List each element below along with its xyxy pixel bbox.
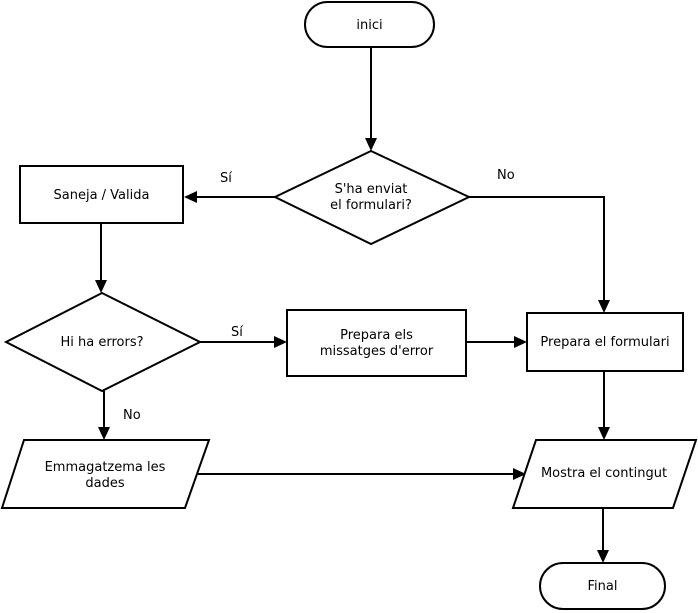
connector-sent-no-to-prepare-form: [469, 196, 605, 300]
start-label: inici: [356, 18, 382, 33]
prepare-errors-label-line2: missatges d'error: [320, 344, 434, 359]
node-prepare-form: Prepara el formulari: [526, 312, 684, 372]
arrowhead-show-content-top: [598, 427, 610, 440]
end-terminal-shape: [539, 562, 666, 610]
store-label-line2: dades: [85, 476, 124, 491]
edge-label-sent-no: No: [497, 168, 515, 183]
node-prepare-errors: Prepara els missatges d'error: [286, 309, 467, 377]
decision-sent-shape: [272, 149, 472, 246]
arrowhead-end: [597, 550, 609, 563]
sanitize-process-shape: [19, 165, 184, 224]
connectors: [95, 47, 610, 563]
show-content-io-shape: [511, 439, 698, 509]
node-decision-errors: Hi ha errors?: [3, 291, 203, 393]
node-sanitize: Saneja / Valida: [19, 165, 184, 224]
arrowhead-sanitize: [184, 191, 197, 203]
prepare-errors-process-shape: [286, 309, 467, 377]
show-content-label: Mostra el contingut: [541, 466, 667, 481]
decision-errors-shape: [3, 291, 203, 393]
store-io-shape: [0, 439, 211, 509]
arrowhead-prepare-form-left: [514, 336, 527, 348]
decision-sent-label-line1: S'ha enviat: [335, 182, 408, 197]
node-end: Final: [539, 562, 666, 610]
store-label-line1: Emmagatzema les: [45, 460, 166, 475]
end-label: Final: [588, 579, 618, 594]
node-show-content: Mostra el contingut: [511, 439, 698, 509]
edge-label-sent-yes: Sí: [220, 171, 232, 186]
edge-label-errors-yes: Sí: [231, 325, 243, 340]
start-terminal-shape: [304, 1, 435, 48]
arrowhead-show-content-left: [513, 468, 526, 480]
arrowhead-prepare-form-top: [598, 300, 610, 313]
arrowhead-prepare-errors: [274, 336, 287, 348]
edge-labels: Sí No Sí No: [123, 168, 515, 423]
arrowhead-decision-sent: [365, 138, 377, 151]
node-store: Emmagatzema les dades: [0, 439, 211, 509]
sanitize-label: Saneja / Valida: [54, 188, 150, 203]
decision-sent-label-line2: el formulari?: [330, 198, 412, 213]
node-start: inici: [304, 1, 435, 48]
node-decision-sent: S'ha enviat el formulari?: [272, 149, 472, 246]
decision-errors-label: Hi ha errors?: [60, 335, 143, 350]
arrowhead-store: [98, 427, 110, 440]
edge-label-errors-no: No: [123, 408, 141, 423]
prepare-form-label: Prepara el formulari: [540, 335, 669, 350]
arrowhead-decision-errors: [95, 280, 107, 293]
prepare-errors-label-line1: Prepara els: [340, 328, 413, 343]
prepare-form-process-shape: [526, 312, 684, 372]
